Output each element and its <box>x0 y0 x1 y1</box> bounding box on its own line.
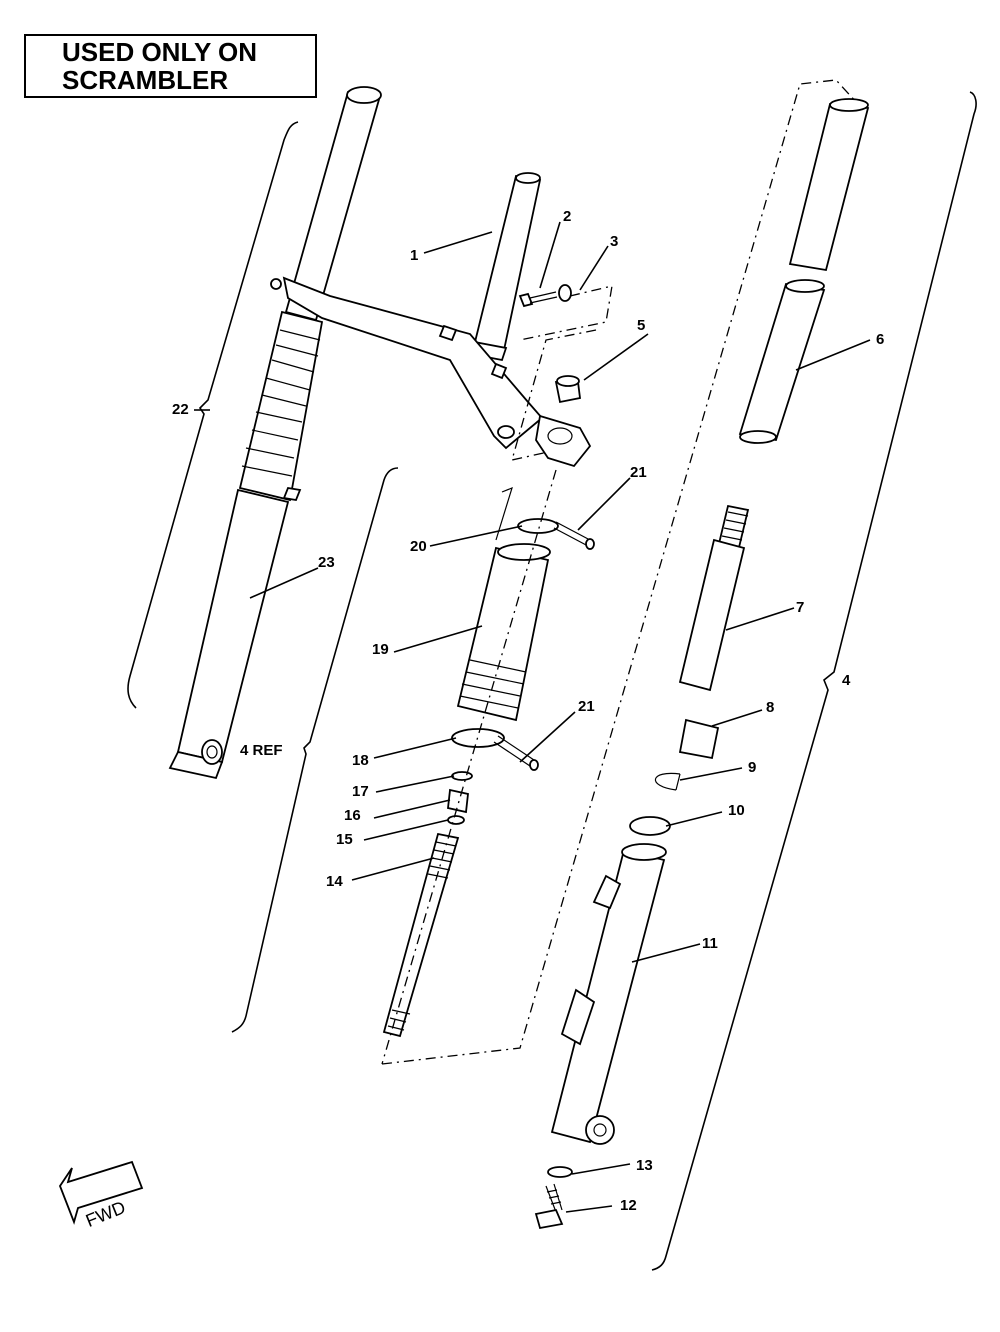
callout-3: 3 <box>610 233 618 250</box>
damper-assembly-7 <box>678 504 750 692</box>
bolt-2 <box>518 291 558 308</box>
damper-rod-14 <box>382 832 460 1038</box>
bolt-21-upper <box>553 521 595 550</box>
fork-spring-6 <box>738 98 870 444</box>
assembled-fork-leg <box>168 86 382 780</box>
bush-16 <box>447 788 469 814</box>
callout-20: 20 <box>410 538 427 555</box>
callout-21-lower: 21 <box>578 698 595 715</box>
note-line-2: SCRAMBLER <box>62 65 229 95</box>
callout-12: 12 <box>620 1197 637 1214</box>
collar-8 <box>678 718 720 760</box>
callout-19: 19 <box>372 641 389 658</box>
callout-13: 13 <box>636 1157 653 1174</box>
callout-22: 22 <box>172 401 189 418</box>
clip-9 <box>654 772 681 791</box>
callout-23: 23 <box>318 554 335 571</box>
lower-bracket-assembly <box>270 172 592 468</box>
callout-4: 4 <box>842 672 851 689</box>
scrambler-note: USED ONLY ON SCRAMBLER <box>24 34 317 98</box>
callout-18: 18 <box>352 752 369 769</box>
bolt-12 <box>534 1183 564 1230</box>
slider-11 <box>550 843 667 1145</box>
bolt-21-lower <box>493 735 539 771</box>
callout-10: 10 <box>728 802 745 819</box>
callout-5: 5 <box>637 317 645 334</box>
leader-lines <box>194 221 871 1213</box>
callout-11: 11 <box>702 935 718 952</box>
callout-7: 7 <box>796 599 804 616</box>
callout-21-upper: 21 <box>630 464 647 481</box>
callout-2: 2 <box>563 208 571 225</box>
callout-14: 14 <box>326 873 343 890</box>
callout-16: 16 <box>344 807 361 824</box>
seal-10 <box>629 816 671 836</box>
callout-15: 15 <box>336 831 353 848</box>
callout-6: 6 <box>876 331 884 348</box>
callout-17: 17 <box>352 783 369 800</box>
callout-8: 8 <box>766 699 774 716</box>
note-line-1: USED ONLY ON <box>62 37 258 67</box>
callout-1: 1 <box>410 247 418 264</box>
brace-4 <box>651 91 977 1271</box>
callout-9: 9 <box>748 759 756 776</box>
washer-13 <box>547 1166 573 1178</box>
cap-5 <box>554 375 581 404</box>
callout-4-ref: 4 REF <box>240 742 283 759</box>
brace-4-ref <box>231 467 399 1033</box>
clip-15 <box>447 815 465 825</box>
forward-arrow <box>58 1160 144 1225</box>
washer-3 <box>558 284 572 302</box>
ring-20 <box>517 518 559 534</box>
washer-17 <box>451 771 473 781</box>
brace-22 <box>127 121 299 709</box>
